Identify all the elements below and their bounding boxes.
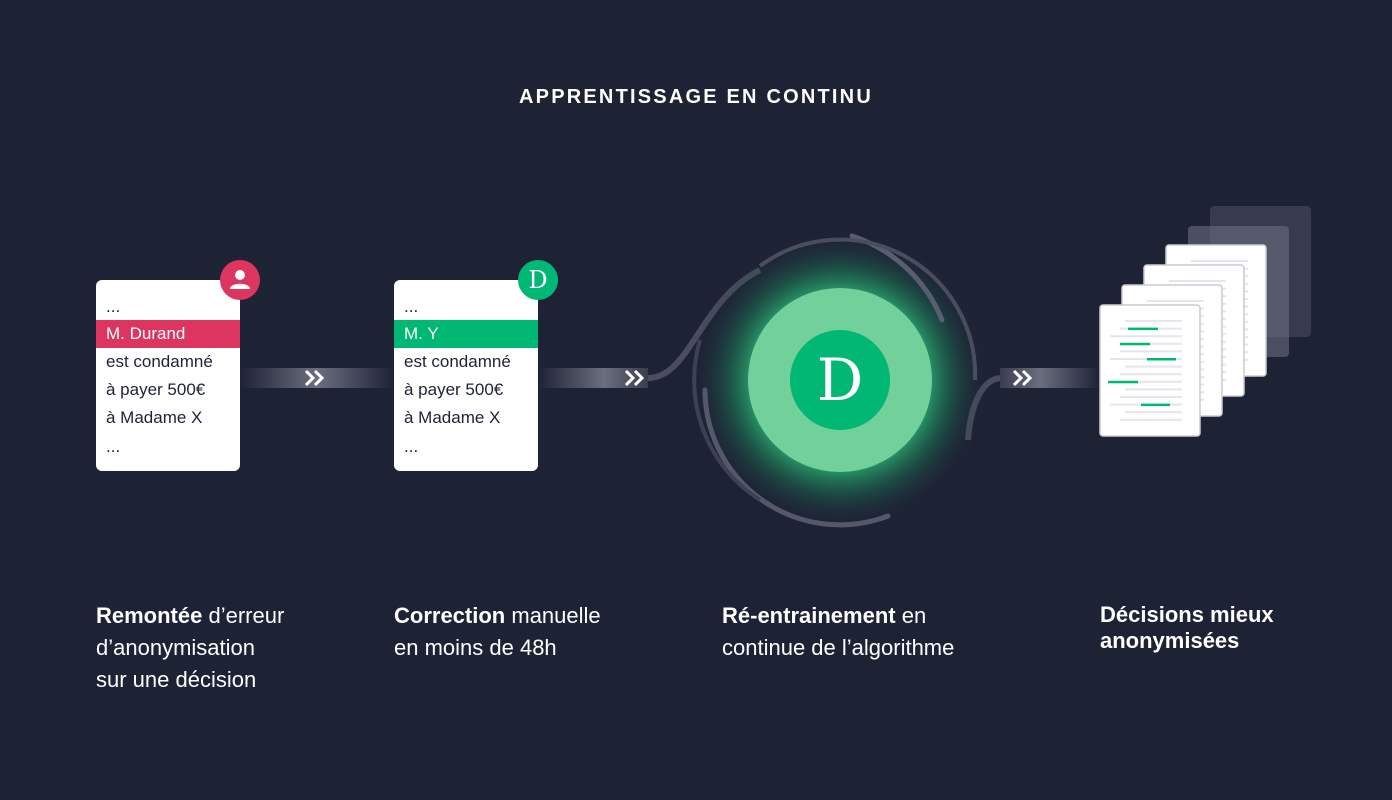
caption-bold: Remontée [96,603,203,628]
caption-correction: Correction manuelle en moins de 48h [394,600,601,664]
caption-retraining: Ré-entrainement en continue de l’algorit… [722,600,954,664]
chevrons-icon [304,369,1033,387]
center-logo-letter: D [816,346,864,414]
card-line: à Madame X [404,408,501,427]
card-line: ... [404,297,419,316]
algorithm-circle [690,230,990,530]
caption-bold: Ré-entrainement [722,603,896,628]
caption-text: Décisions mieux [1100,602,1274,627]
decision-card-error: ... M. Durand est condamné à payer 500€ … [96,280,240,471]
caption-text: continue de l’algorithme [722,635,955,660]
caption-text: anonymisées [1100,628,1240,653]
card-line: à payer 500€ [404,380,504,399]
caption-bold: Correction [394,603,506,628]
card-line: à payer 500€ [106,380,206,399]
caption-results: Décisions mieux anonymisées [1100,602,1274,654]
card-line: ... [106,437,121,456]
document-page [1099,304,1201,437]
logo-badge: D [518,260,558,300]
documents-stack [1099,206,1311,437]
decision-card-corrected: ... M. Y est condamné à payer 500€ à Mad… [394,280,538,471]
caption-error-report: Remontée d’erreur d’anonymisation sur un… [96,600,284,696]
caption-text: sur une décision [96,667,257,692]
user-icon [220,260,260,300]
connector-band-1 [240,368,394,388]
card-line: ... [404,437,419,456]
caption-text: d’anonymisation [96,635,255,660]
card-line: est condamné [106,352,213,371]
card-line: à Madame X [106,408,203,427]
highlighted-name: M. Durand [96,320,240,348]
card-line: ... [106,297,121,316]
highlighted-name: M. Y [394,320,538,348]
connector-band-2 [538,368,648,388]
caption-text: en [895,603,927,628]
diagram-title: APPRENTISSAGE EN CONTINU [519,86,873,108]
caption-text: en moins de 48h [394,635,557,660]
caption-text: d’erreur [202,603,285,628]
caption-text: manuelle [505,603,601,628]
card-line: est condamné [404,352,511,371]
